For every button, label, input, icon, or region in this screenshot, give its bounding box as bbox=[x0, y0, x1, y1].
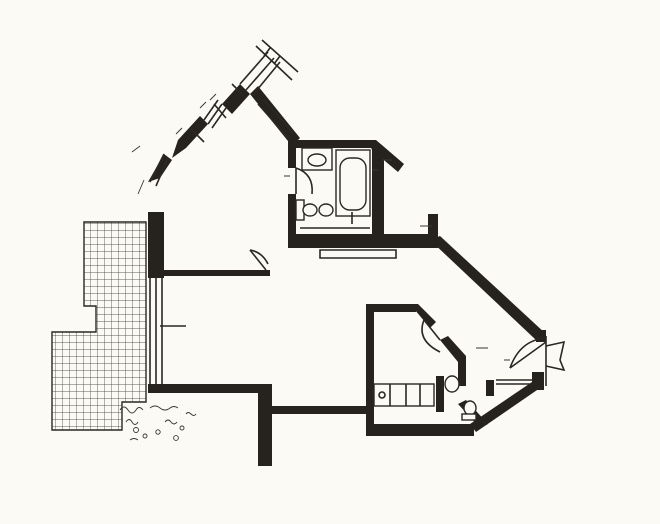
service-door bbox=[421, 319, 441, 353]
living-door bbox=[249, 249, 269, 271]
planting-area bbox=[119, 405, 197, 441]
bidet-icon bbox=[300, 203, 370, 229]
toilet-icon bbox=[295, 199, 318, 221]
bathtub-icon bbox=[335, 149, 371, 224]
washbasin-icon bbox=[301, 147, 333, 171]
windows bbox=[149, 39, 566, 386]
exterior-walls bbox=[148, 84, 546, 466]
washbasin-icon bbox=[444, 375, 460, 393]
toilet-icon bbox=[461, 400, 477, 421]
sketch-details bbox=[131, 93, 510, 361]
entrance-door bbox=[496, 337, 547, 385]
kitchen-counter-icon bbox=[373, 383, 435, 407]
bathroom-door bbox=[295, 167, 313, 195]
paved-terrace bbox=[51, 221, 147, 431]
